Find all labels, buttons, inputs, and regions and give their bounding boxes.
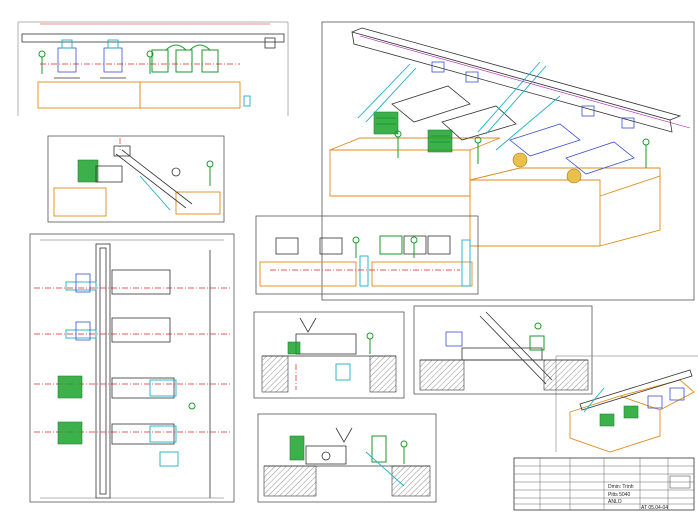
conveyor-section-right bbox=[413, 305, 593, 395]
press-unit-1 bbox=[54, 39, 80, 79]
plan-press-4 bbox=[57, 421, 177, 445]
isometric-view-large bbox=[321, 21, 695, 301]
title-row-3: ANLO bbox=[608, 499, 622, 505]
logo-box bbox=[669, 475, 691, 489]
drawing-number: AT 05.04-04 bbox=[641, 505, 668, 511]
front-elevation-center bbox=[255, 215, 479, 295]
side-elevation-top-left bbox=[17, 21, 289, 116]
iso-machine-3 bbox=[509, 123, 581, 168]
title-row-2: Pitts 5040 bbox=[608, 492, 630, 498]
plan-press-2 bbox=[65, 317, 171, 343]
iso-operator-1 bbox=[394, 130, 402, 158]
iso-machine-4 bbox=[565, 141, 635, 184]
title-block: Dmin: Trinh Pitts 5040 ANLO AT 05.04-04 bbox=[513, 457, 695, 511]
mixer-conveyor-elevation bbox=[47, 135, 225, 223]
isometric-view-small bbox=[555, 355, 698, 453]
section-detail-bottom bbox=[257, 413, 437, 503]
section-detail-left bbox=[253, 311, 405, 399]
plan-press-1 bbox=[65, 269, 171, 295]
iso-machine-1 bbox=[373, 85, 471, 135]
press-unit-2 bbox=[100, 39, 126, 79]
operator-figure bbox=[38, 50, 154, 74]
plan-press-3 bbox=[57, 375, 177, 399]
iso-operator-3 bbox=[642, 138, 650, 168]
iso-machine-2 bbox=[427, 105, 517, 153]
plan-view bbox=[29, 233, 235, 503]
press-unit-3 bbox=[151, 44, 219, 73]
iso-operator-2 bbox=[474, 136, 482, 164]
title-row-1: Dmin: Trinh bbox=[608, 484, 634, 490]
